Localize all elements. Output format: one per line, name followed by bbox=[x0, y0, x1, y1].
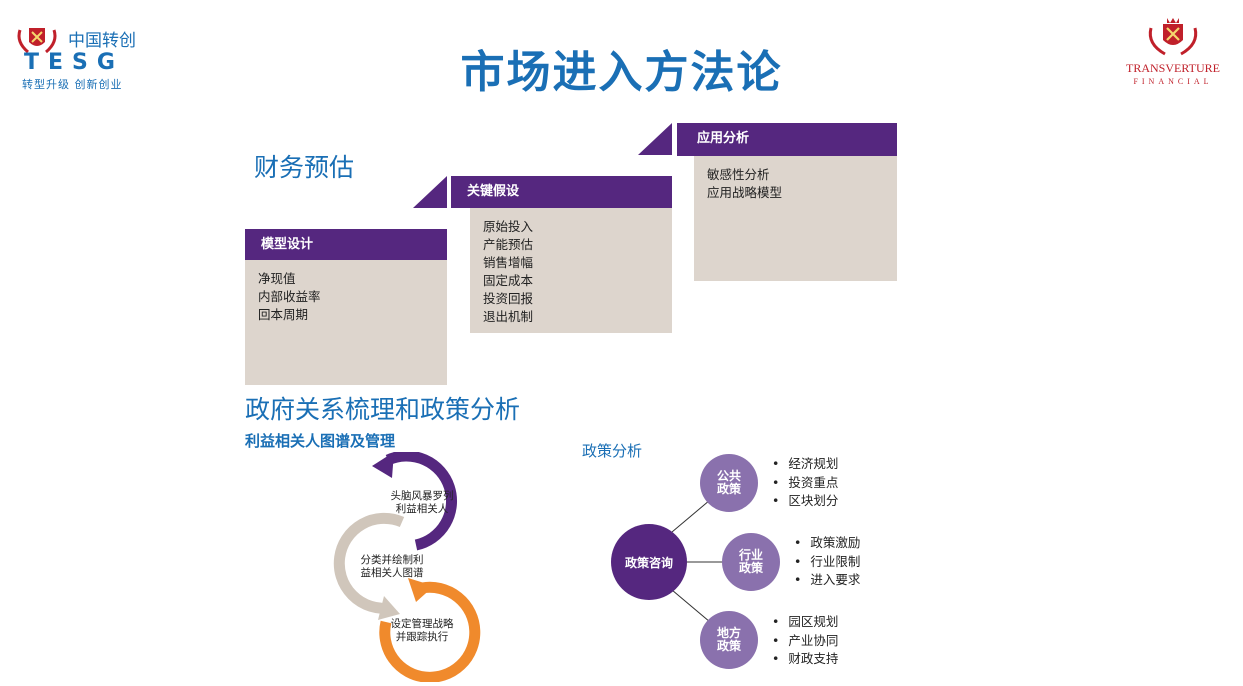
application-box: 敏感性分析 应用战略模型 bbox=[694, 155, 897, 281]
list-item: 行业限制 bbox=[794, 553, 860, 572]
logo-name-text: TRANSVERTURE bbox=[1126, 61, 1220, 75]
cycle-step-line: 头脑风暴罗列 bbox=[390, 490, 454, 502]
cycle-step-line: 并跟踪执行 bbox=[395, 631, 449, 643]
cycle-step-3: 设定管理战略 并跟踪执行 bbox=[385, 618, 459, 644]
industry-policy-list: 政策激励 行业限制 进入要求 bbox=[794, 534, 860, 590]
tesg-logo: 中国转创 TESG 转型升级 创新创业 bbox=[14, 22, 154, 92]
list-item: 销售增幅 bbox=[483, 255, 534, 270]
assumptions-box: 原始投入 产能预估 销售增幅 固定成本 投资回报 退出机制 bbox=[470, 207, 672, 333]
wreath-shield-icon bbox=[17, 28, 57, 54]
list-item: 内部收益率 bbox=[258, 289, 321, 304]
finance-heading: 财务预估 bbox=[254, 153, 355, 182]
list-item: 财政支持 bbox=[772, 650, 838, 669]
list-item: 经济规划 bbox=[772, 455, 838, 474]
list-item: 退出机制 bbox=[483, 309, 534, 324]
node-label-line: 政策 bbox=[738, 561, 763, 575]
list-item: 净现值 bbox=[258, 271, 296, 286]
policy-node-public: 公共 政策 bbox=[700, 454, 758, 512]
application-header: 应用分析 bbox=[677, 123, 897, 156]
cycle-step-2: 分类并绘制利 益相关人图谱 bbox=[355, 554, 429, 580]
cycle-arc-2 bbox=[333, 512, 405, 614]
cycle-arc-1 bbox=[385, 452, 458, 551]
crest-icon bbox=[1148, 18, 1198, 56]
logo-sub-text: 转型升级 创新创业 bbox=[22, 78, 123, 91]
arrow-head-icon bbox=[378, 596, 400, 620]
gov-heading: 政府关系梳理和政策分析 bbox=[245, 395, 521, 424]
transverture-logo: TRANSVERTURE FINANCIAL bbox=[1118, 16, 1228, 91]
stakeholder-heading: 利益相关人图谱及管理 bbox=[245, 432, 396, 450]
step-triangle-icon bbox=[638, 123, 672, 155]
policy-node-local: 地方 政策 bbox=[700, 611, 758, 669]
public-policy-list: 经济规划 投资重点 区块划分 bbox=[772, 455, 838, 511]
list-item: 固定成本 bbox=[483, 273, 534, 288]
node-label-line: 公共 bbox=[716, 469, 741, 483]
model-items: 净现值 内部收益率 回本周期 bbox=[245, 259, 447, 324]
list-item: 投资重点 bbox=[772, 474, 838, 493]
list-item: 敏感性分析 bbox=[707, 167, 770, 182]
list-item: 回本周期 bbox=[258, 307, 309, 322]
model-header: 模型设计 bbox=[245, 229, 447, 260]
cycle-arc-3 bbox=[379, 581, 481, 682]
model-box: 净现值 内部收益率 回本周期 bbox=[245, 259, 447, 385]
list-item: 园区规划 bbox=[772, 613, 838, 632]
assumptions-header: 关键假设 bbox=[451, 176, 672, 208]
stakeholder-cycle-diagram bbox=[333, 452, 481, 682]
cycle-step-1: 头脑风暴罗列 利益相关人 bbox=[385, 490, 459, 516]
list-item: 投资回报 bbox=[483, 291, 534, 306]
page-title: 市场进入方法论 bbox=[460, 47, 783, 98]
logo-sub-text: FINANCIAL bbox=[1133, 77, 1213, 86]
step-triangle-icon bbox=[413, 176, 447, 208]
policy-node-industry: 行业 政策 bbox=[722, 533, 780, 591]
policy-heading: 政策分析 bbox=[582, 442, 643, 460]
node-label-line: 政策 bbox=[716, 639, 741, 653]
logo-cn-text: 中国转创 bbox=[68, 31, 136, 51]
list-item: 应用战略模型 bbox=[707, 185, 783, 200]
arrow-head-icon bbox=[408, 578, 434, 602]
list-item: 产能预估 bbox=[483, 237, 534, 252]
cycle-step-line: 分类并绘制利 bbox=[360, 554, 424, 566]
node-label-line: 政策 bbox=[716, 482, 741, 496]
node-label-line: 行业 bbox=[738, 548, 763, 562]
local-policy-list: 园区规划 产业协同 财政支持 bbox=[772, 613, 838, 669]
assumptions-items: 原始投入 产能预估 销售增幅 固定成本 投资回报 退出机制 bbox=[470, 207, 672, 326]
cycle-step-line: 益相关人图谱 bbox=[360, 567, 424, 579]
list-item: 区块划分 bbox=[772, 492, 838, 511]
logo-en-text: TESG bbox=[24, 50, 124, 75]
list-item: 产业协同 bbox=[772, 632, 838, 651]
application-items: 敏感性分析 应用战略模型 bbox=[694, 155, 897, 202]
list-item: 政策激励 bbox=[794, 534, 860, 553]
cycle-step-line: 设定管理战略 bbox=[390, 618, 454, 630]
policy-center-node: 政策咨询 bbox=[611, 524, 687, 600]
arrow-head-icon bbox=[372, 452, 394, 478]
list-item: 原始投入 bbox=[483, 219, 534, 234]
list-item: 进入要求 bbox=[794, 571, 860, 590]
node-label-line: 地方 bbox=[716, 626, 741, 640]
cycle-step-line: 利益相关人 bbox=[395, 503, 449, 515]
